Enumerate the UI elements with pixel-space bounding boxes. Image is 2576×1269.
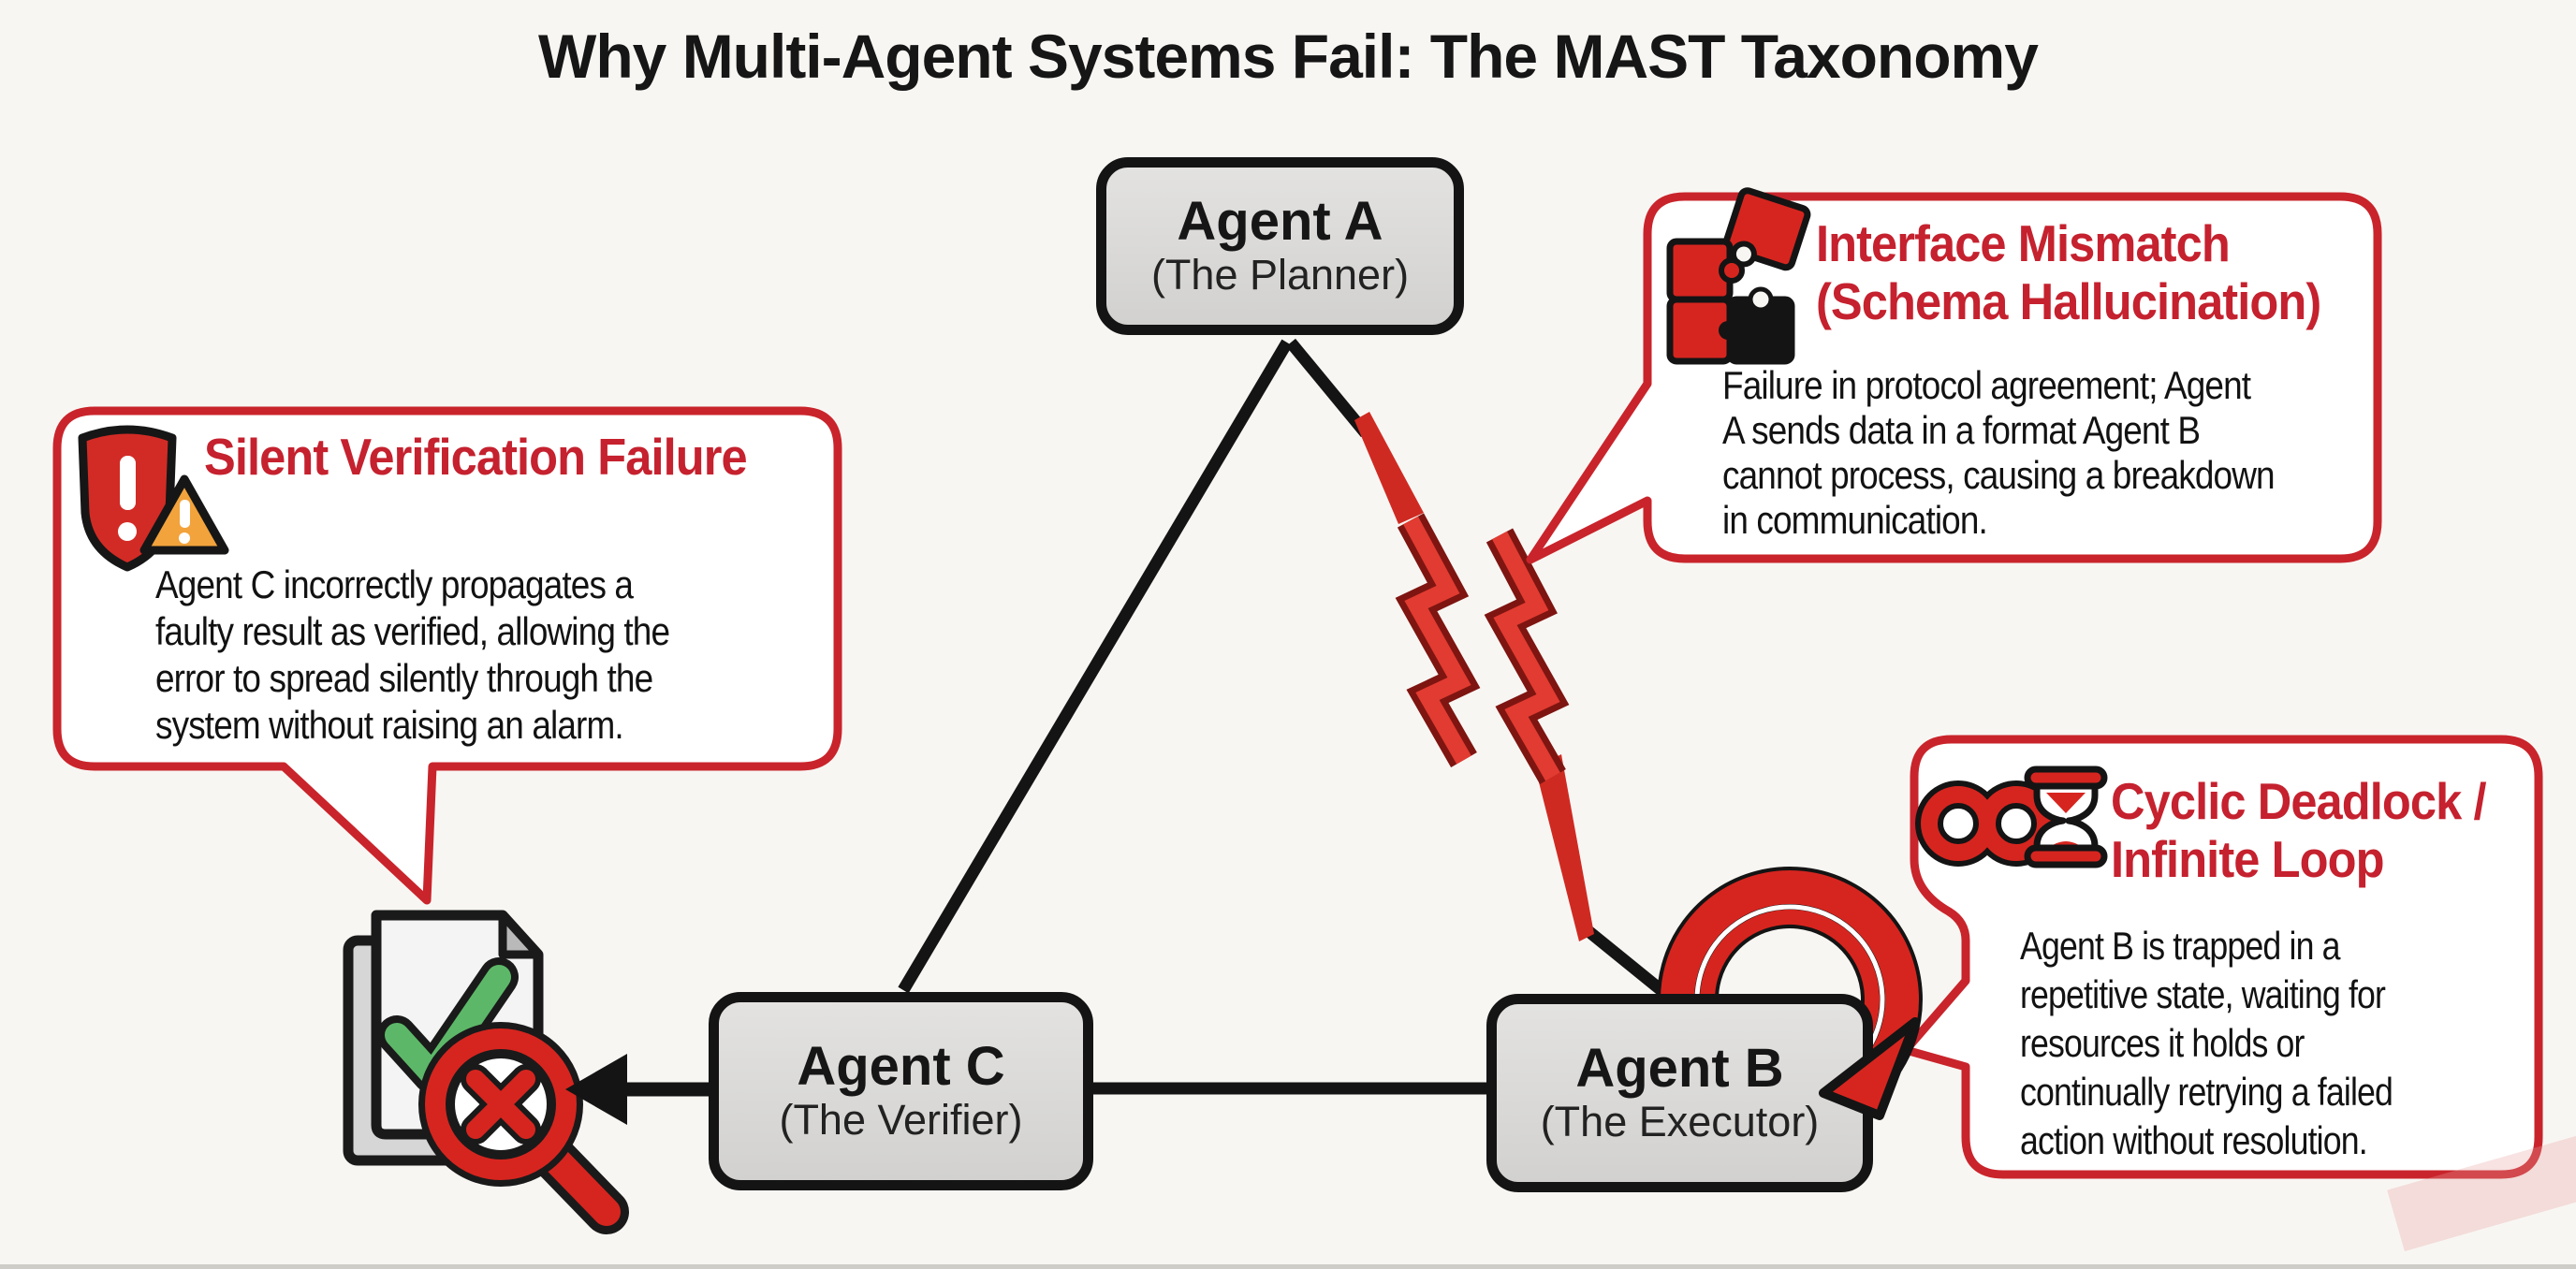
callout-cyclic-title: Cyclic Deadlock / Infinite Loop [2111, 772, 2487, 888]
triangle-line-a-b [1285, 338, 1673, 1001]
agent-c-name: Agent C [797, 1035, 1005, 1097]
lightning-break-icon [1354, 412, 1594, 941]
arrow-c-to-document [565, 1054, 709, 1125]
warning-triangle-icon [139, 474, 229, 555]
agent-b-box: Agent B (The Executor) [1486, 994, 1873, 1192]
puzzle-pieces-icon [1666, 187, 1811, 365]
magnifier-x-icon [418, 1022, 629, 1234]
page-title: Why Multi-Agent Systems Fail: The MAST T… [538, 22, 2039, 91]
callout-silent-title: Silent Verification Failure [204, 428, 748, 486]
hourglass-icon [2024, 766, 2108, 868]
agent-a-name: Agent A [1177, 190, 1383, 252]
verified-document-icon [343, 910, 629, 1234]
agent-b-name: Agent B [1575, 1037, 1784, 1099]
agent-a-role: (The Planner) [1150, 250, 1410, 299]
watermark-artifact [2387, 1129, 2576, 1252]
check-mark-icon [377, 957, 519, 1094]
callout-silent-body: Agent C incorrectly propagates a faulty … [155, 562, 670, 747]
agent-a-box: Agent A (The Planner) [1096, 157, 1464, 335]
callout-cyclic-body: Agent B is trapped in a repetitive state… [2020, 924, 2393, 1162]
callout-interface-body: Failure in protocol agreement; Agent A s… [1722, 363, 2276, 542]
callout-interface-title: Interface Mismatch (Schema Hallucination… [1816, 214, 2321, 330]
triangle-line-a-c [898, 339, 1293, 994]
agent-c-role: (The Verifier) [779, 1095, 1023, 1144]
agent-c-box: Agent C (The Verifier) [709, 992, 1093, 1190]
bottom-edge-line [0, 1264, 2576, 1269]
agent-b-role: (The Executor) [1540, 1097, 1820, 1145]
infinity-hourglass-icon [1915, 766, 2108, 868]
